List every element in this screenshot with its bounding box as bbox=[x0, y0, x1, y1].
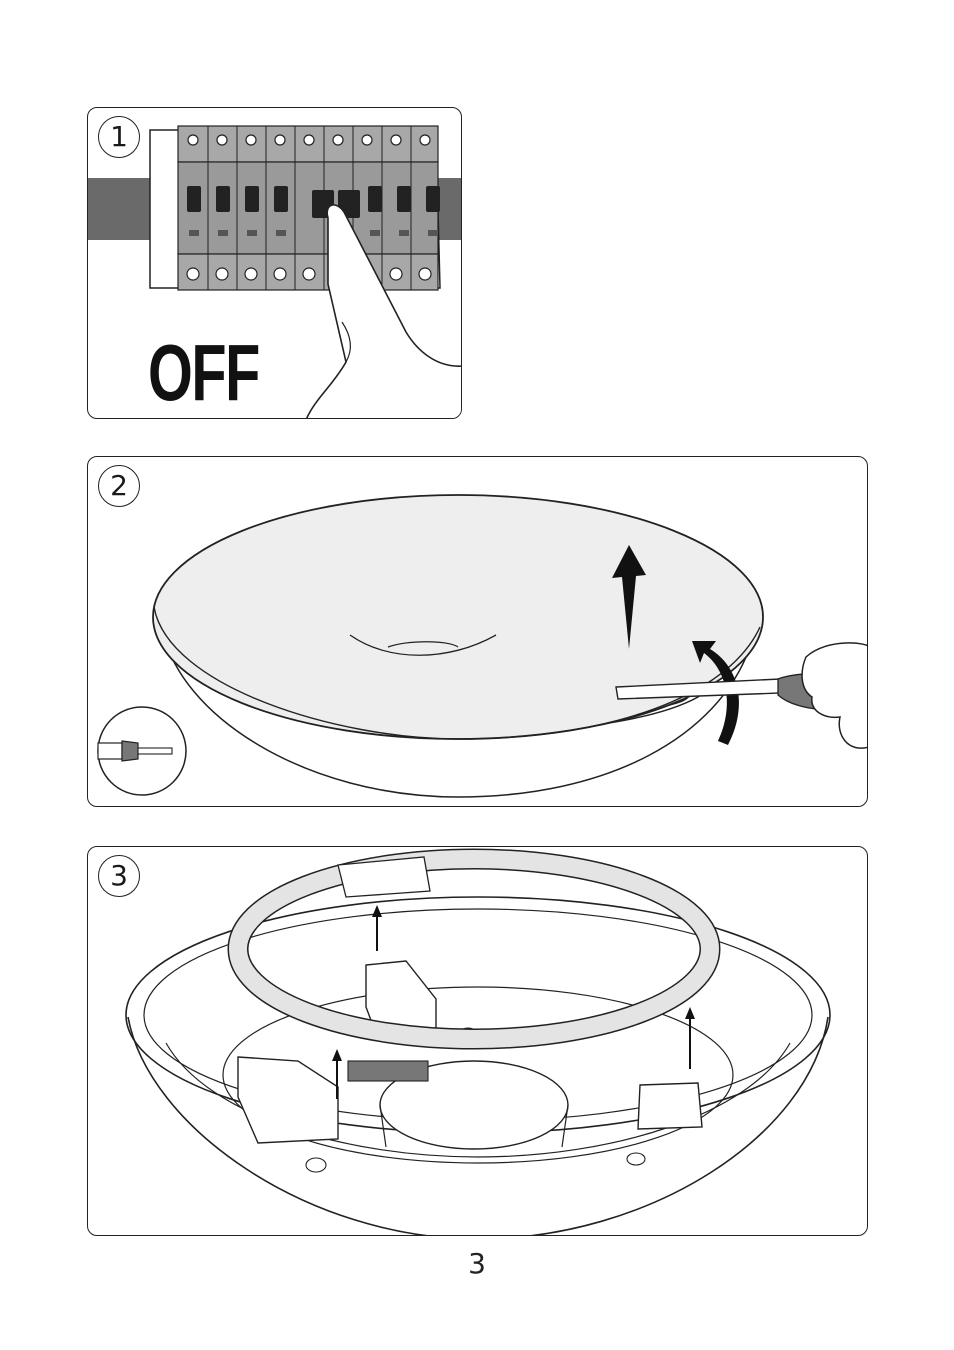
step-2-badge: 2 bbox=[98, 465, 140, 507]
step-3-number: 3 bbox=[110, 862, 128, 890]
lamp-cover-icon bbox=[153, 495, 763, 739]
step-3-badge: 3 bbox=[98, 855, 140, 897]
step-2-number: 2 bbox=[110, 472, 128, 500]
step-1-number: 1 bbox=[110, 123, 128, 151]
step-1-panel: 1 bbox=[87, 107, 462, 419]
circular-fluorescent-tube-icon bbox=[238, 857, 710, 1039]
tube-removal-illustration bbox=[88, 847, 868, 1236]
lamp-holder-icon bbox=[638, 1083, 702, 1129]
off-label: OFF bbox=[148, 333, 259, 413]
step-1-badge: 1 bbox=[98, 116, 140, 158]
step-2-panel: 2 bbox=[87, 456, 868, 807]
heatsink bbox=[348, 1061, 428, 1081]
screwdriver-icon bbox=[98, 707, 186, 795]
page-number: 3 bbox=[0, 1247, 954, 1280]
step-3-panel: 3 bbox=[87, 846, 868, 1236]
cover-removal-illustration bbox=[88, 457, 868, 807]
circuit-breaker-panel-icon bbox=[150, 126, 440, 290]
circuit-breaker-illustration bbox=[88, 108, 462, 419]
